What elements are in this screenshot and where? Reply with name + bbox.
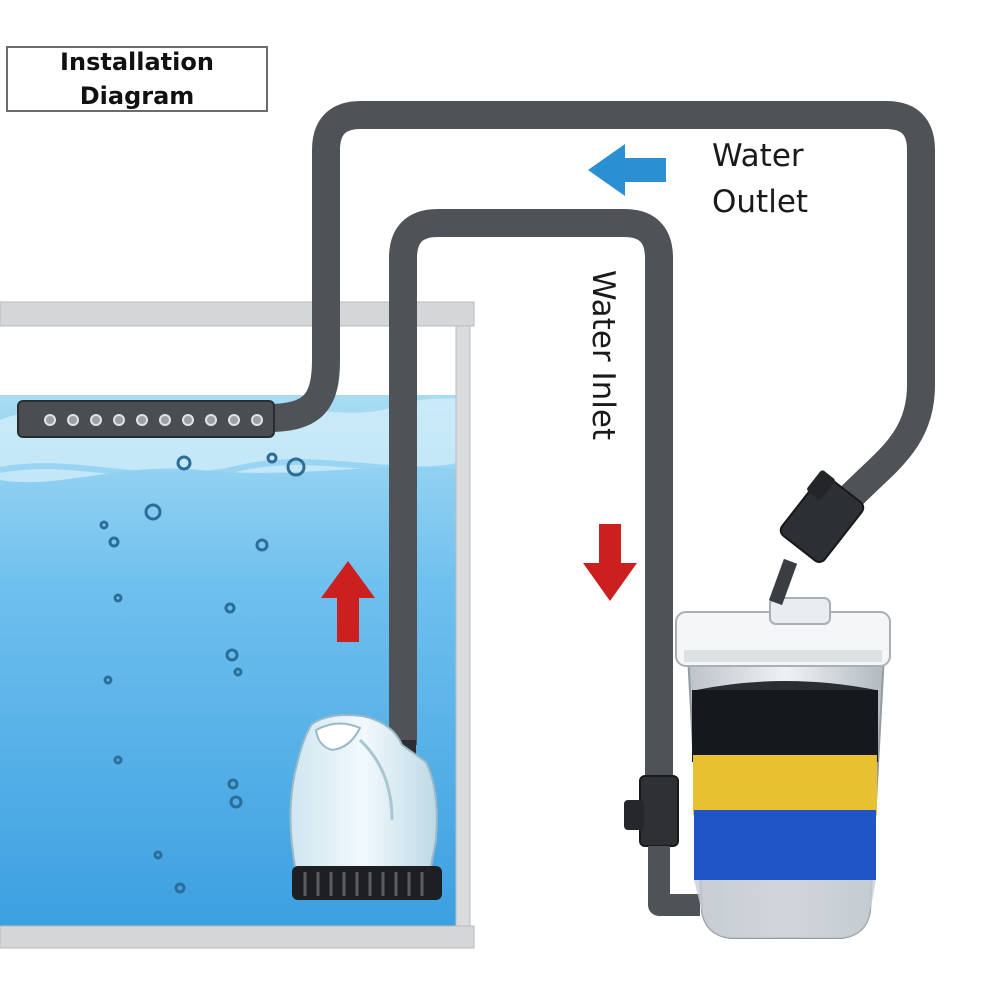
water-surface-wave: [0, 398, 462, 483]
inlet-tube: [389, 209, 673, 800]
inlet-valve-icon: [624, 775, 700, 916]
water-outlet-label-line2: Outlet: [712, 184, 809, 220]
media-layer-yellow: [693, 755, 877, 815]
air-bubbles: [99, 452, 306, 894]
canister-filter-icon: [675, 597, 891, 939]
spray-bar-icon: [17, 400, 275, 438]
arrow-down-icon: [583, 524, 637, 601]
arrow-left-icon: [588, 144, 666, 196]
tank-bottom-rim: [0, 925, 475, 949]
outlet-tube: [254, 101, 935, 519]
arrow-up-icon: [321, 561, 375, 642]
diagram-title: Installation Diagram: [6, 46, 268, 112]
media-layer-blue: [694, 810, 876, 880]
title-line-1: Installation: [60, 48, 214, 76]
water-outlet-label: Water Outlet: [712, 133, 808, 225]
title-line-2: Diagram: [79, 82, 195, 110]
outlet-valve-icon: [768, 470, 865, 606]
water-outlet-label-line1: Water: [712, 138, 804, 174]
water-inlet-label: Water Inlet: [585, 270, 621, 441]
tank-right-wall: [455, 325, 471, 927]
submersible-pump-icon: [289, 714, 442, 900]
media-layer-black: [692, 690, 878, 762]
